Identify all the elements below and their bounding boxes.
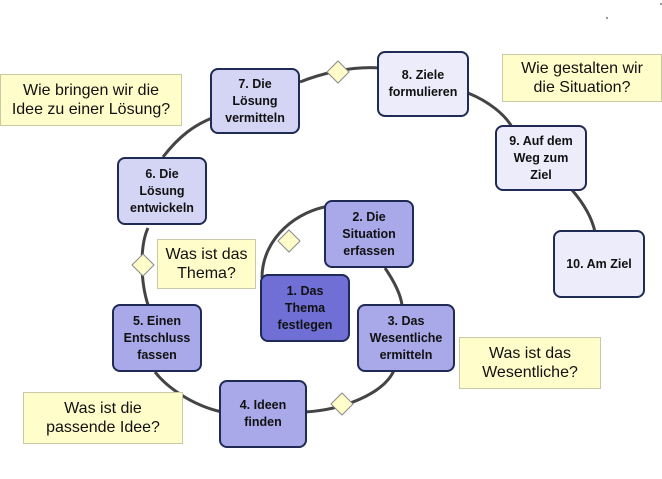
question-wesentliche: Was ist das Wesentliche? — [459, 337, 601, 389]
step-5-box: 5. Einen Entschluss fassen — [112, 304, 202, 372]
connector-outer-6 — [570, 189, 597, 233]
connector-outer-3 — [161, 116, 213, 158]
question-loesung: Wie bringen wir die Idee zu einer Lösung… — [0, 74, 182, 126]
speck — [660, 3, 662, 5]
step-2-box: 2. Die Situation erfassen — [324, 200, 414, 268]
question-thema: Was ist das Thema? — [157, 239, 256, 289]
milestone-diamond-bottom — [330, 392, 354, 416]
step-9-box: 9. Auf dem Weg zum Ziel — [495, 125, 587, 191]
step-3-box: 3. Das Wesentliche ermitteln — [357, 304, 455, 372]
question-situation: Wie gestalten wir die Situation? — [502, 54, 662, 102]
connector-inner-2 — [383, 267, 404, 306]
step-10-box: 10. Am Ziel — [553, 230, 645, 298]
connector-inner-3 — [304, 367, 397, 414]
milestone-diamond-inner — [277, 229, 301, 253]
milestone-diamond-left — [131, 253, 155, 277]
milestone-diamond-top — [326, 60, 350, 84]
step-1-box: 1. Das Thema festlegen — [260, 274, 350, 342]
step-6-box: 6. Die Lösung entwickeln — [117, 157, 207, 225]
connector-inner-1 — [260, 204, 331, 279]
step-4-box: 4. Ideen finden — [219, 380, 307, 448]
connector-outer-5 — [467, 91, 514, 128]
step-7-box: 7. Die Lösung vermitteln — [210, 68, 300, 134]
question-idee: Was ist die passende Idee? — [23, 392, 183, 444]
step-8-box: 8. Ziele formulieren — [377, 51, 469, 117]
speck — [606, 17, 608, 19]
